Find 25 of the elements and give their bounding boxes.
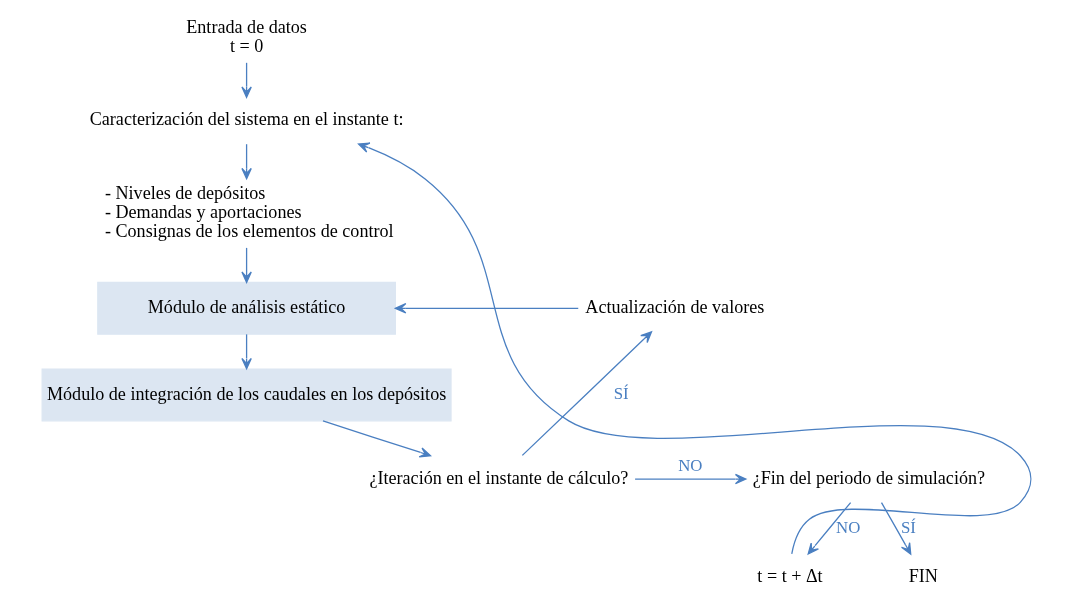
edge-label: SÍ — [900, 517, 916, 537]
node-text: - Niveles de depósitos - Demandas y aportaciones - Consignas de los elementos de control — [104, 182, 394, 242]
node-text: Actualización de valores — [585, 297, 765, 318]
node-box: Módulo de análisis estático — [97, 281, 397, 335]
arrow — [241, 333, 252, 370]
arrow — [241, 62, 252, 98]
arrow — [241, 247, 252, 283]
arrow — [880, 501, 912, 555]
edge-label: NO — [678, 455, 703, 475]
arrow — [807, 501, 852, 555]
node-text: FIN — [908, 566, 938, 587]
arrow — [322, 420, 432, 458]
edge-label: NO — [836, 517, 861, 537]
edge-label: SÍ — [613, 384, 629, 404]
arrow — [394, 303, 579, 314]
node-text: t = t + Δt — [757, 566, 823, 587]
arrow — [357, 142, 1032, 555]
node-text: Entrada de datos t = 0 — [186, 16, 307, 57]
node-text: ¿Fin del periodo de simulación? — [752, 467, 986, 488]
node-text: Caracterización del sistema en el instante t: — [89, 109, 404, 130]
node-box: Módulo de integración de los caudales en los depósitos — [41, 368, 452, 422]
arrow — [241, 143, 252, 180]
node-text: ¿Iteración en el instante de cálculo? — [369, 467, 629, 488]
arrow — [521, 331, 653, 456]
arrow — [634, 473, 747, 485]
